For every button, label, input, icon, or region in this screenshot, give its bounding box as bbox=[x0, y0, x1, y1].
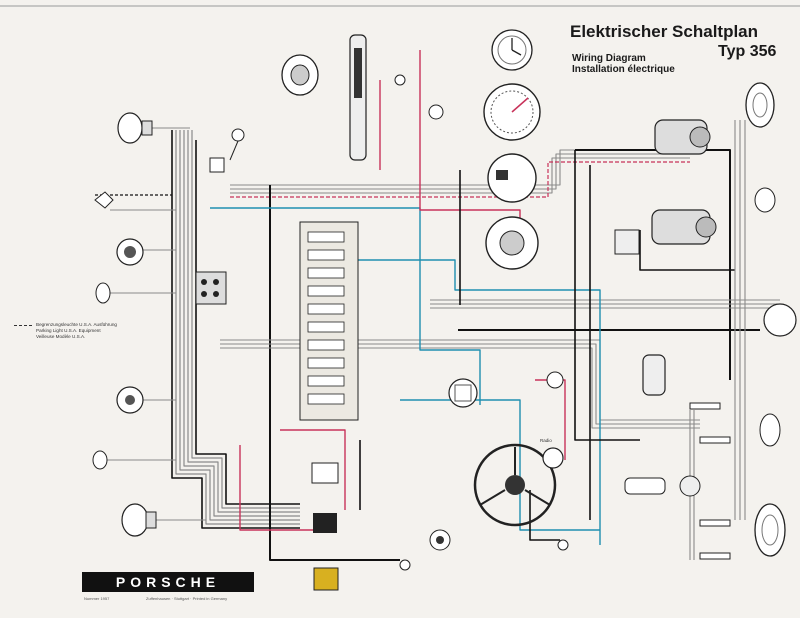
interior-light bbox=[311, 462, 339, 484]
fuel-sender bbox=[429, 529, 451, 551]
clock-gauge bbox=[491, 29, 533, 71]
legend: Begrenzungsleuchte U.S.A. Ausführung Par… bbox=[14, 322, 117, 340]
distributor bbox=[624, 475, 701, 497]
horn-button bbox=[229, 128, 245, 161]
left-parking-light bbox=[95, 282, 111, 304]
legend-row: Veilleuse Modèle U.S.A. bbox=[14, 334, 117, 340]
voltage-regulator bbox=[614, 229, 640, 255]
legend-row: Begrenzungsleuchte U.S.A. Ausführung bbox=[14, 322, 117, 328]
right-rear-light bbox=[754, 503, 786, 557]
left-front-headlight bbox=[117, 112, 153, 144]
left-horn bbox=[116, 238, 144, 266]
left-rear-signal bbox=[92, 450, 108, 470]
legend-text: Parking Light U.S.A. Equipment bbox=[36, 328, 101, 333]
speedometer-gauge bbox=[483, 83, 541, 141]
print-number: Nummer 1957 bbox=[84, 596, 110, 601]
right-front-headlight bbox=[745, 82, 775, 128]
legend-text: Veilleuse Modèle U.S.A. bbox=[36, 334, 86, 339]
diagram-title: Elektrischer Schaltplan bbox=[570, 22, 759, 41]
wire-bundles bbox=[95, 50, 780, 561]
dimmer-switch bbox=[209, 157, 225, 173]
fog-light-switch bbox=[428, 104, 444, 120]
left-rear-headlight bbox=[121, 503, 157, 537]
battery bbox=[313, 567, 339, 591]
left-horn-lower bbox=[116, 386, 144, 414]
right-turn-signal bbox=[754, 187, 776, 213]
ignition-switch bbox=[448, 378, 478, 408]
oil-pressure-switch bbox=[546, 371, 564, 389]
print-info: Zuffenhausen · Stuttgart · Printed in Ge… bbox=[146, 596, 228, 601]
legend-row: Parking Light U.S.A. Equipment bbox=[14, 328, 117, 334]
fuel-gauge bbox=[487, 153, 537, 203]
dashed-line-symbol bbox=[14, 324, 32, 326]
relay bbox=[313, 513, 337, 533]
radio-label: Radio bbox=[540, 438, 552, 443]
diagram-type-label: Typ 356 bbox=[718, 43, 777, 60]
diagram-subtitle-english: Wiring Diagram bbox=[572, 53, 646, 64]
steering-wheel bbox=[473, 443, 557, 527]
spark-plugs bbox=[689, 402, 731, 560]
right-horn bbox=[763, 303, 797, 337]
starter-motor bbox=[654, 119, 711, 155]
generator bbox=[651, 209, 717, 245]
tachometer-gauge bbox=[485, 216, 539, 270]
porsche-logo: PORSCHE bbox=[82, 572, 254, 592]
wiper-motor bbox=[281, 54, 319, 96]
brake-light-switch bbox=[349, 34, 367, 161]
legend-text: Begrenzungsleuchte U.S.A. Ausführung bbox=[36, 322, 117, 327]
light-switch-panel bbox=[195, 271, 227, 305]
radio bbox=[542, 447, 564, 469]
left-turn-signal bbox=[94, 191, 114, 209]
fuse-box bbox=[299, 221, 359, 421]
ignition-coil bbox=[642, 354, 666, 396]
diagram-subtitle-french: Installation électrique bbox=[572, 64, 675, 75]
right-tail-light bbox=[759, 413, 781, 447]
ground-connectors bbox=[394, 74, 569, 571]
